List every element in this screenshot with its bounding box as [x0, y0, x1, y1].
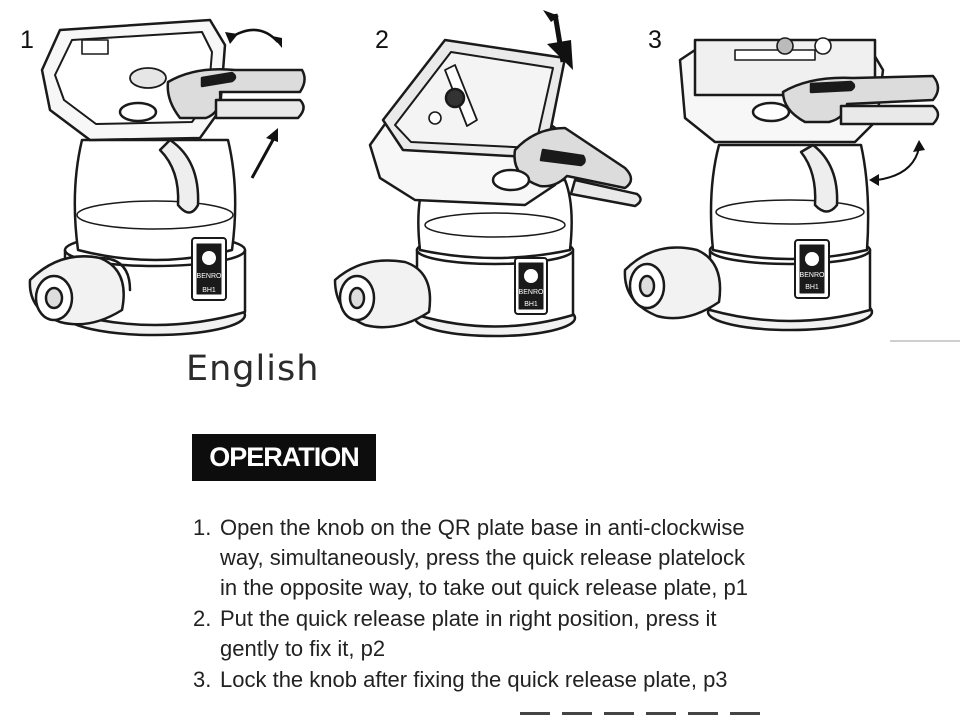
step-text-line: Put the quick release plate in right pos…: [220, 606, 717, 631]
rotate-arrow-head-right-icon: [272, 36, 282, 48]
model-label-2: BH1: [524, 301, 538, 308]
step-number: 3.: [193, 667, 212, 692]
step-text-line: in the opposite way, to take out quick r…: [220, 575, 748, 600]
instruction-step: 3. Lock the knob after fixing the quick …: [193, 665, 833, 695]
language-heading: English: [186, 349, 320, 389]
model-label-1: BH1: [202, 287, 216, 294]
scan-edge-line: [890, 340, 960, 342]
step-number: 2.: [193, 606, 212, 631]
lock-arrow-head-left-icon: [869, 174, 879, 186]
figure-number-2: 2: [375, 26, 389, 54]
press-down-arrow-icon: [547, 40, 573, 70]
rotate-arrow-head-left-icon: [225, 32, 238, 44]
step-number: 1.: [193, 515, 212, 540]
lock-arrow-head-right-icon: [913, 140, 925, 152]
instruction-list: 1. Open the knob on the QR plate base in…: [193, 513, 833, 696]
cropped-text-fragment: [520, 712, 780, 720]
figure-number-3: 3: [648, 26, 662, 54]
step-text-line: Open the knob on the QR plate base in an…: [220, 515, 745, 540]
figure-number-1: 1: [20, 26, 34, 54]
brand-logo-text-2: BENRO: [519, 289, 544, 296]
instruction-step: 2. Put the quick release plate in right …: [193, 604, 833, 664]
ball-head-illustration-2: BENRO BH1: [333, 10, 642, 338]
section-label: OPERATION: [192, 434, 376, 481]
step-text-line: way, simultaneously, press the quick rel…: [220, 545, 745, 570]
push-arrow-icon: [266, 128, 278, 142]
brand-logo-text-1: BENRO: [197, 273, 222, 280]
ball-head-illustration-3: BENRO BH1: [623, 37, 940, 332]
brand-logo-text-3: BENRO: [800, 272, 825, 279]
ball-head-illustration-1: BENRO BH1: [28, 18, 306, 337]
model-label-3: BH1: [805, 284, 819, 291]
step-text-line: Lock the knob after fixing the quick rel…: [220, 667, 728, 692]
step-text-line: gently to fix it, p2: [220, 636, 386, 661]
instruction-step: 1. Open the knob on the QR plate base in…: [193, 513, 833, 603]
